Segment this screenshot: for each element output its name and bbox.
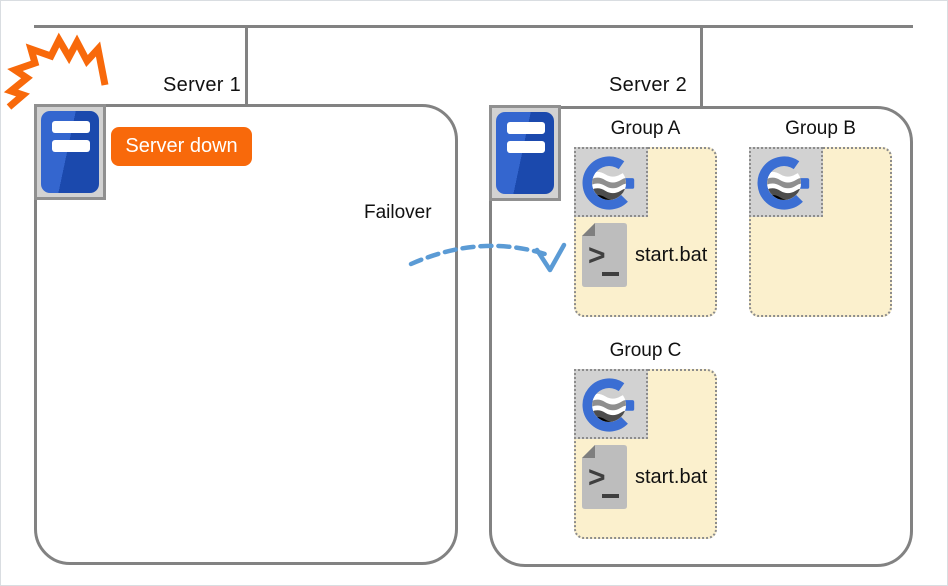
explosion-icon: [3, 32, 109, 110]
svg-text:>: >: [588, 239, 606, 272]
server1-label: Server 1: [163, 74, 241, 96]
group-b-box: [749, 147, 892, 317]
server1-drop-line: [245, 25, 248, 105]
g-logo-icon: [574, 369, 648, 439]
group-c-box: > start.bat: [574, 369, 717, 539]
network-bus-line: [34, 25, 913, 28]
server-tower-icon: [496, 112, 554, 194]
script-item: > start.bat: [581, 223, 707, 288]
batch-file-icon: >: [582, 223, 627, 287]
script-item: > start.bat: [581, 445, 707, 510]
group-a-label: Group A: [610, 118, 681, 139]
svg-text:>: >: [588, 461, 606, 494]
group-a-box: > start.bat: [574, 147, 717, 317]
g-logo-icon: [574, 147, 648, 217]
script-label: start.bat: [635, 244, 708, 266]
group-b-label: Group B: [785, 118, 856, 139]
g-logo-glyph: [757, 156, 810, 210]
server2-label: Server 2: [609, 74, 687, 96]
group-c-label: Group C: [609, 340, 682, 361]
server-tower-icon: [41, 111, 99, 193]
g-logo-icon: [749, 147, 823, 217]
g-logo-glyph: [582, 378, 635, 432]
failover-arrow-icon: [408, 242, 567, 273]
server-icon: [34, 104, 106, 200]
batch-file-icon: >: [582, 445, 627, 509]
g-logo-glyph: [582, 156, 635, 210]
server2-drop-line: [700, 25, 703, 107]
script-label: start.bat: [635, 466, 708, 488]
server-icon: [489, 105, 561, 201]
status-badge: Server down: [111, 127, 252, 166]
failover-label: Failover: [364, 202, 432, 223]
